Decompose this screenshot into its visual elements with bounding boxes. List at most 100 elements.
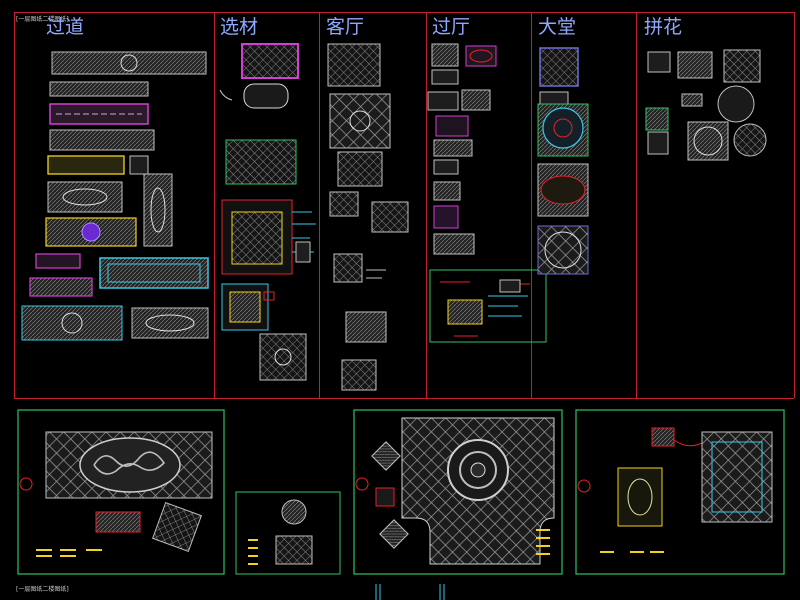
lobby-medallion bbox=[540, 175, 586, 205]
hallway-tile bbox=[433, 205, 459, 229]
small-medallion bbox=[281, 499, 307, 525]
corridor-tile bbox=[29, 277, 93, 297]
parquet-tile bbox=[645, 107, 669, 131]
section-divider bbox=[319, 12, 320, 398]
parquet-tile bbox=[677, 51, 713, 79]
floor-center-ring-inner bbox=[459, 451, 497, 489]
detail-panel-small bbox=[235, 491, 341, 575]
lobby-medallion-inner bbox=[553, 118, 573, 138]
living-room-dimension-lines bbox=[366, 269, 386, 279]
category-heading-living-room: 客厅 bbox=[326, 16, 365, 38]
section-divider bbox=[426, 12, 427, 398]
living-room-plan bbox=[329, 191, 359, 217]
sheet-tag-top: [一层图纸二楼图纸] bbox=[16, 16, 69, 23]
corridor-tile bbox=[51, 51, 207, 75]
material-dimension-lines bbox=[292, 211, 316, 253]
hallway-tile bbox=[427, 91, 459, 111]
small-plan bbox=[275, 535, 313, 565]
top-border bbox=[14, 12, 794, 13]
corridor-tile bbox=[49, 129, 155, 151]
corridor-tile-medallion bbox=[120, 54, 138, 72]
living-room-plan bbox=[333, 253, 363, 283]
parquet-tile bbox=[687, 121, 729, 161]
section-divider bbox=[214, 12, 215, 398]
living-room-medallion bbox=[349, 110, 371, 132]
lobby-drawings bbox=[537, 47, 589, 275]
corridor-tile-square bbox=[129, 155, 149, 175]
material-arc bbox=[219, 89, 233, 101]
lobby-medallion bbox=[544, 231, 582, 269]
corridor-tile-medallion bbox=[61, 312, 83, 334]
hallway-tile bbox=[435, 115, 469, 137]
corridor-tiles bbox=[21, 51, 209, 341]
corridor-tile bbox=[47, 181, 123, 213]
corridor-tile bbox=[99, 257, 209, 289]
bottom-strip-lines bbox=[375, 584, 445, 600]
lobby-medallion bbox=[542, 107, 584, 149]
detail-square bbox=[152, 502, 202, 552]
hallway-tile bbox=[465, 45, 497, 67]
material-detail-inner bbox=[229, 291, 261, 323]
hallway-detail-lines bbox=[488, 295, 528, 317]
living-room-plan bbox=[371, 201, 409, 233]
parquet-drawings bbox=[645, 49, 767, 161]
corridor-tile bbox=[21, 305, 123, 341]
category-heading-hallway: 过厅 bbox=[432, 16, 471, 38]
middle-border bbox=[14, 398, 794, 399]
lobby-plan bbox=[539, 47, 579, 87]
legend-lines bbox=[536, 529, 550, 555]
detail-panel-1 bbox=[17, 409, 225, 575]
material-plan bbox=[225, 139, 297, 185]
corridor-tile bbox=[49, 81, 149, 97]
lobby-plan bbox=[537, 225, 589, 275]
sheet-tag-bottom: [一层图纸二楼图纸] bbox=[16, 586, 69, 593]
hallway-tile bbox=[433, 233, 475, 255]
hallway-drawings bbox=[427, 43, 547, 343]
parquet-medallion bbox=[733, 123, 767, 157]
corridor-tile bbox=[35, 253, 81, 269]
hallway-tile bbox=[433, 181, 461, 201]
section-divider bbox=[794, 12, 795, 398]
section-divider bbox=[14, 12, 15, 398]
parquet-tile bbox=[647, 51, 671, 73]
living-room-drawings bbox=[327, 43, 409, 391]
hallway-detail-plan bbox=[447, 299, 483, 325]
floor-center bbox=[470, 462, 486, 478]
legend-lines bbox=[36, 549, 102, 557]
parquet-tile bbox=[681, 93, 703, 107]
carpet-plan bbox=[701, 431, 773, 523]
parquet-tile bbox=[647, 131, 669, 155]
corridor-tile-medallion bbox=[150, 187, 166, 233]
corridor-tile-medallion bbox=[62, 188, 108, 206]
small-legend bbox=[248, 539, 258, 565]
hallway-tile bbox=[431, 69, 459, 85]
hallway-detail-frame bbox=[429, 269, 547, 343]
corridor-tile bbox=[131, 307, 209, 339]
hallway-tile bbox=[433, 139, 473, 157]
living-room-plan bbox=[341, 359, 377, 391]
parquet-medallion bbox=[717, 85, 755, 123]
living-room-plan bbox=[327, 43, 381, 87]
material-tile bbox=[241, 43, 299, 79]
category-heading-lobby: 大堂 bbox=[538, 16, 577, 38]
material-detail bbox=[295, 241, 311, 263]
section-divider bbox=[636, 12, 637, 398]
parquet-medallion bbox=[693, 126, 723, 156]
hallway-tile bbox=[433, 159, 459, 175]
corridor-tile-vertical bbox=[143, 173, 173, 247]
corridor-tile-medallion bbox=[145, 314, 195, 332]
detail-callout bbox=[95, 511, 141, 533]
parquet-tile bbox=[723, 49, 761, 83]
material-plan-inner bbox=[231, 211, 283, 265]
hallway-tile bbox=[461, 89, 491, 111]
living-room-plan bbox=[337, 151, 383, 187]
hallway-detail-tile bbox=[499, 279, 521, 293]
detail-panel-2 bbox=[353, 409, 563, 575]
material-square bbox=[259, 333, 307, 381]
material-square-center bbox=[274, 348, 292, 366]
detail-panel-3 bbox=[575, 409, 785, 575]
material-tile bbox=[243, 83, 289, 109]
floor-detail-tile bbox=[371, 441, 401, 471]
